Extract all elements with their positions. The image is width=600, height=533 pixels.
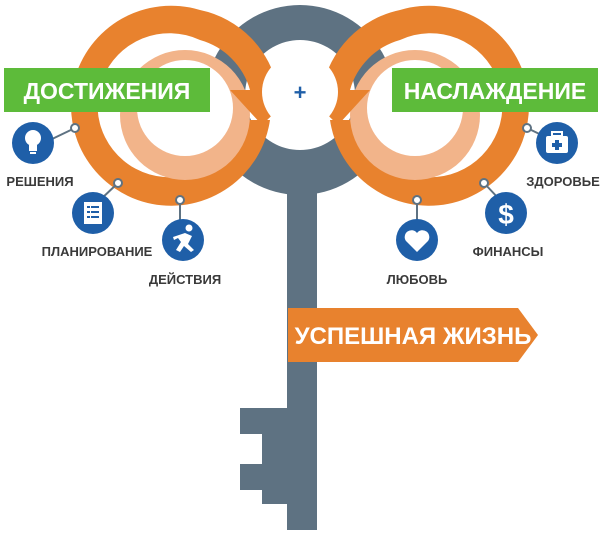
node-planning: ПЛАНИРОВАНИЕ [42,192,153,259]
center-circle [262,54,338,130]
right-banner-text: НАСЛАЖДЕНИЕ [404,78,586,104]
dollar-icon: $ [498,199,514,230]
success-banner-text: УСПЕШНАЯ ЖИЗНЬ [295,323,532,350]
node-circle [485,192,527,234]
key-tooth-1 [240,408,290,434]
heart-icon [404,230,430,252]
node-health: ЗДОРОВЬЕ [526,122,600,189]
node-label: ЗДОРОВЬЕ [526,174,600,189]
success-banner-bg [288,308,538,362]
connector-dot [522,123,532,133]
node-label: ЛЮБОВЬ [387,272,448,287]
connector-dot [175,195,185,205]
connector-dot [70,123,80,133]
key-tooth-4 [262,490,290,504]
node-label: РЕШЕНИЯ [6,174,73,189]
node-label: ФИНАНСЫ [473,244,544,259]
success-banner: УСПЕШНАЯ ЖИЗНЬ [288,308,538,362]
node-label: ПЛАНИРОВАНИЕ [42,244,153,259]
node-actions: ДЕЙСТВИЯ [149,219,221,287]
lightbulb-icon [25,130,41,154]
node-label: ДЕЙСТВИЯ [149,272,221,287]
runner-icon [173,224,194,252]
node-finance: $ ФИНАНСЫ [473,192,544,259]
node-decisions: РЕШЕНИЯ [6,122,74,189]
node-love: ЛЮБОВЬ [387,219,448,287]
plus-sign: + [294,80,307,105]
left-banner-bg [4,68,210,112]
right-banner: НАСЛАЖДЕНИЕ [392,68,598,112]
medical-kit-icon [546,131,568,153]
key-tooth-2 [262,434,290,464]
right-banner-bg [392,68,598,112]
connector-dot [412,195,422,205]
checklist-icon [84,202,102,224]
left-banner: ДОСТИЖЕНИЯ [4,68,210,112]
key-tooth-3 [240,464,290,490]
left-banner-text: ДОСТИЖЕНИЯ [24,78,191,104]
connector-dot [113,178,123,188]
connector-dot [479,178,489,188]
